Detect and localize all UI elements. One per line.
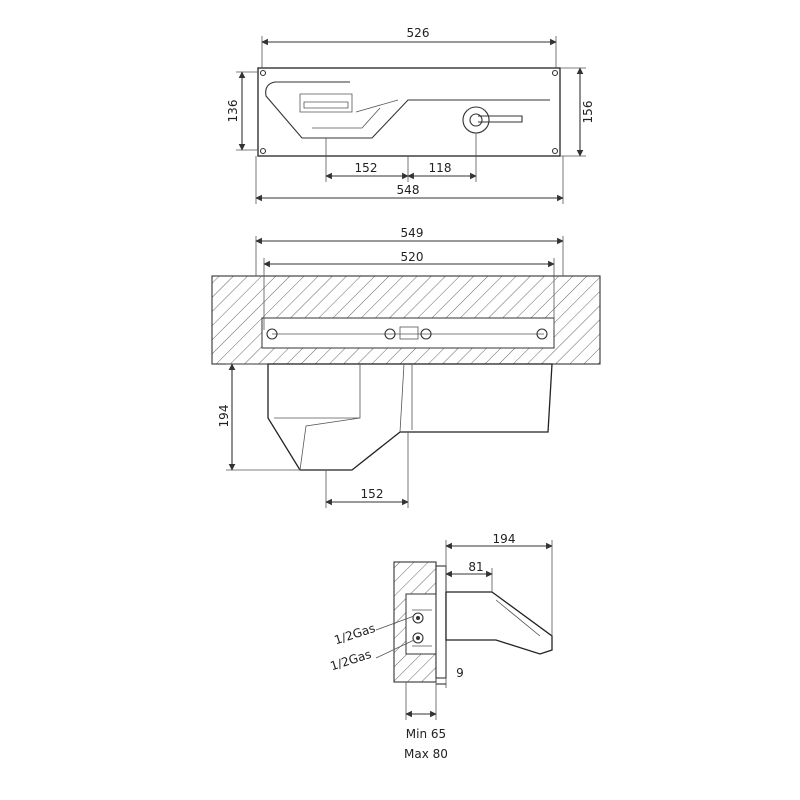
side-spout — [445, 591, 553, 655]
top-view: 526 136 156 152 118 548 — [226, 26, 595, 204]
screw-icon — [259, 69, 267, 77]
spout-offset-label: 152 — [361, 487, 384, 501]
screw-icon — [259, 147, 267, 155]
spacing-a-label: 152 — [355, 161, 378, 175]
front-view: 549 520 194 152 — [211, 226, 601, 508]
top-height-left-label: 136 — [226, 100, 240, 123]
side-projection-label: 194 — [493, 532, 516, 546]
top-width-label: 526 — [407, 26, 430, 40]
front-width-inner-label: 520 — [401, 250, 424, 264]
front-depth-label: 194 — [217, 405, 231, 428]
screw-icon — [551, 147, 559, 155]
top-height-right-label: 156 — [581, 101, 595, 124]
screw-icon — [551, 69, 559, 77]
top-width-bottom-label: 548 — [397, 183, 420, 197]
wall-gap-label: 9 — [456, 666, 464, 680]
fitting-icon — [536, 328, 548, 340]
connection-1-label: 1/2Gas — [333, 621, 377, 647]
side-offset-label: 81 — [468, 560, 483, 574]
spout-outline — [265, 81, 550, 139]
max-depth-label: Max 80 — [404, 747, 448, 761]
spacing-b-label: 118 — [429, 161, 452, 175]
side-view: 1/2Gas 1/2Gas 194 81 9 Min 65 Max 80 — [329, 532, 553, 761]
fitting-icon — [266, 328, 278, 340]
spout-body — [267, 363, 553, 471]
connection-2-label: 1/2Gas — [329, 647, 373, 673]
front-width-outer-label: 549 — [401, 226, 424, 240]
front-plate — [261, 317, 555, 349]
gas-connection-icon — [412, 612, 424, 624]
gas-connection-icon — [412, 632, 424, 644]
fitting-icon — [384, 328, 396, 340]
fitting-icon — [420, 328, 432, 340]
min-depth-label: Min 65 — [406, 727, 446, 741]
